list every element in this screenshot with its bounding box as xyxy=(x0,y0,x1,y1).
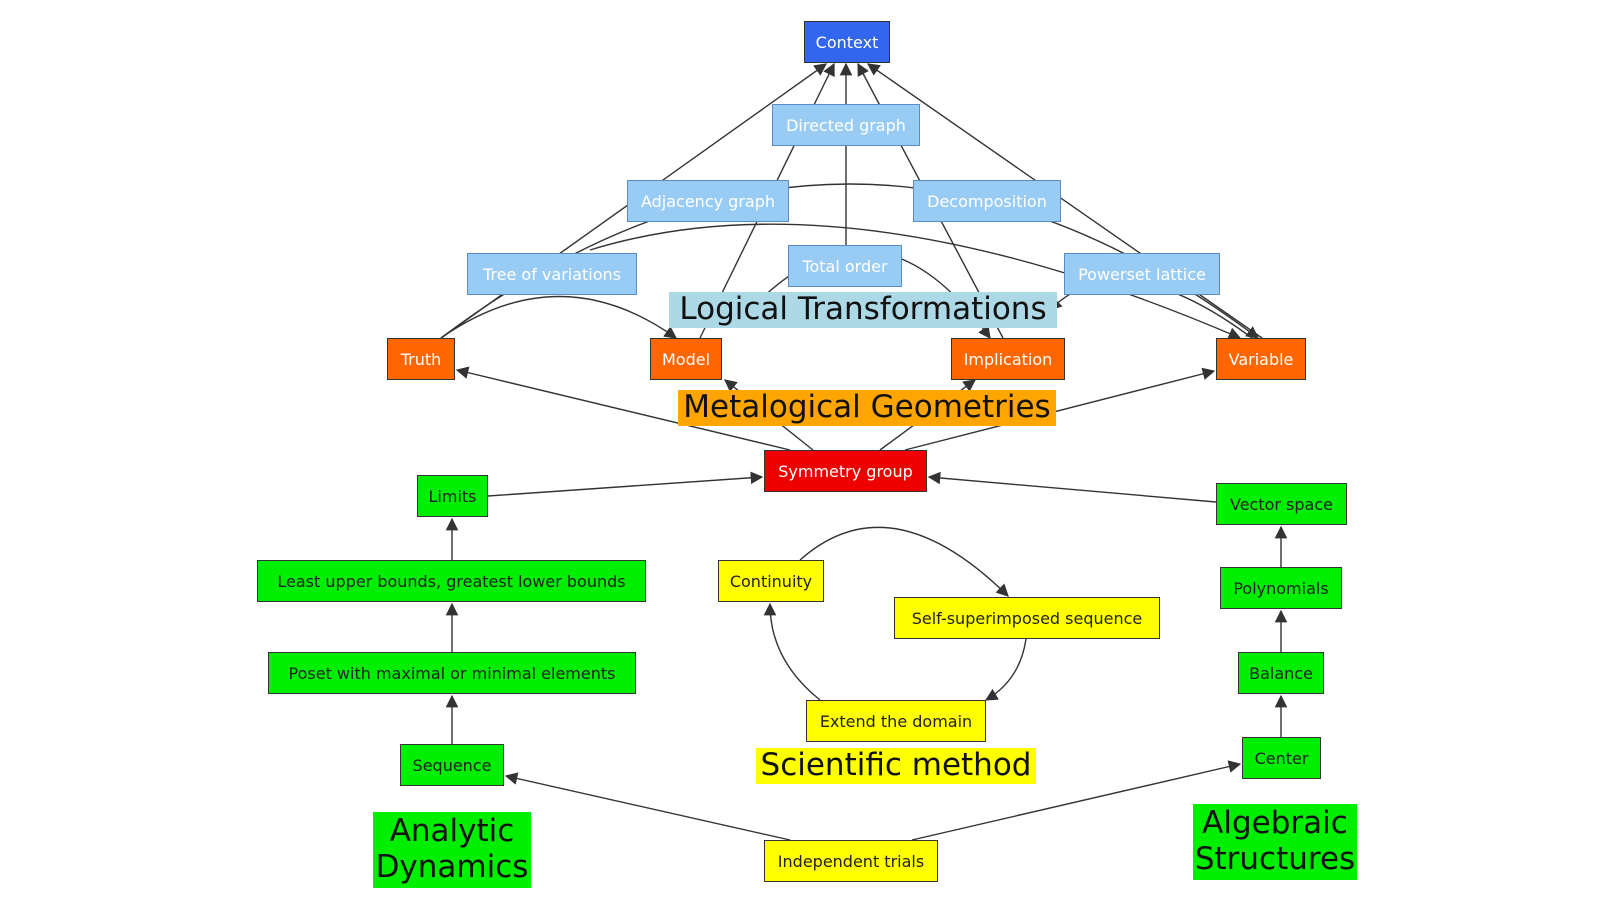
label-analytic-dynamics-line1: Analytic xyxy=(389,813,515,850)
node-independent-trials: Independent trials xyxy=(764,840,938,882)
node-continuity: Continuity xyxy=(718,560,824,602)
label-analytic-dynamics: Analytic Dynamics xyxy=(373,812,531,888)
node-poset: Poset with maximal or minimal elements xyxy=(268,652,636,694)
label-metalogical-geometries: Metalogical Geometries xyxy=(678,389,1056,426)
label-logical-transformations: Logical Transformations xyxy=(669,291,1057,328)
edge-extend-to-continuity xyxy=(763,602,821,701)
edge-continuity-to-self xyxy=(799,526,1009,597)
node-model: Model xyxy=(650,338,722,380)
node-total-order: Total order xyxy=(788,245,902,287)
node-center: Center xyxy=(1242,737,1321,779)
node-context: Context xyxy=(804,21,890,63)
node-implication: Implication xyxy=(951,338,1065,380)
node-powerset-lattice: Powerset lattice xyxy=(1064,253,1220,295)
label-algebraic-structures: Algebraic Structures xyxy=(1193,804,1357,880)
node-balance: Balance xyxy=(1238,652,1324,694)
node-limits: Limits xyxy=(417,475,488,517)
label-algebraic-structures-line2: Structures xyxy=(1194,841,1356,877)
node-directed-graph: Directed graph xyxy=(772,104,920,146)
label-analytic-dynamics-line2: Dynamics xyxy=(375,849,529,885)
edge-self-to-extend xyxy=(984,638,1027,701)
label-algebraic-structures-line1: Algebraic xyxy=(1202,805,1348,842)
node-variable: Variable xyxy=(1216,338,1306,380)
node-symmetry-group: Symmetry group xyxy=(764,450,927,492)
node-decomposition: Decomposition xyxy=(913,180,1061,222)
node-polynomials: Polynomials xyxy=(1220,567,1342,609)
edge-trials-to-sequence xyxy=(504,772,791,841)
node-extend-the-domain: Extend the domain xyxy=(806,700,986,742)
edge-symmetry-to-truth xyxy=(455,366,791,451)
node-adjacency-graph: Adjacency graph xyxy=(627,180,789,222)
edge-trials-to-center xyxy=(911,760,1242,841)
edge-vector-space-to-symmetry xyxy=(927,471,1217,503)
node-sequence: Sequence xyxy=(400,744,504,786)
edge-truth-to-model xyxy=(440,295,678,339)
edge-limits-to-symmetry xyxy=(487,471,764,497)
node-vector-space: Vector space xyxy=(1216,483,1347,525)
edge-symmetry-to-variable xyxy=(904,367,1216,451)
node-lub-glb: Least upper bounds, greatest lower bound… xyxy=(257,560,646,602)
edge-truth-to-variable-2 xyxy=(589,223,1242,340)
node-truth: Truth xyxy=(387,338,455,380)
label-scientific-method: Scientific method xyxy=(756,747,1036,784)
node-tree-of-variations: Tree of variations xyxy=(467,253,637,295)
node-self-superimposed-sequence: Self-superimposed sequence xyxy=(894,597,1160,639)
